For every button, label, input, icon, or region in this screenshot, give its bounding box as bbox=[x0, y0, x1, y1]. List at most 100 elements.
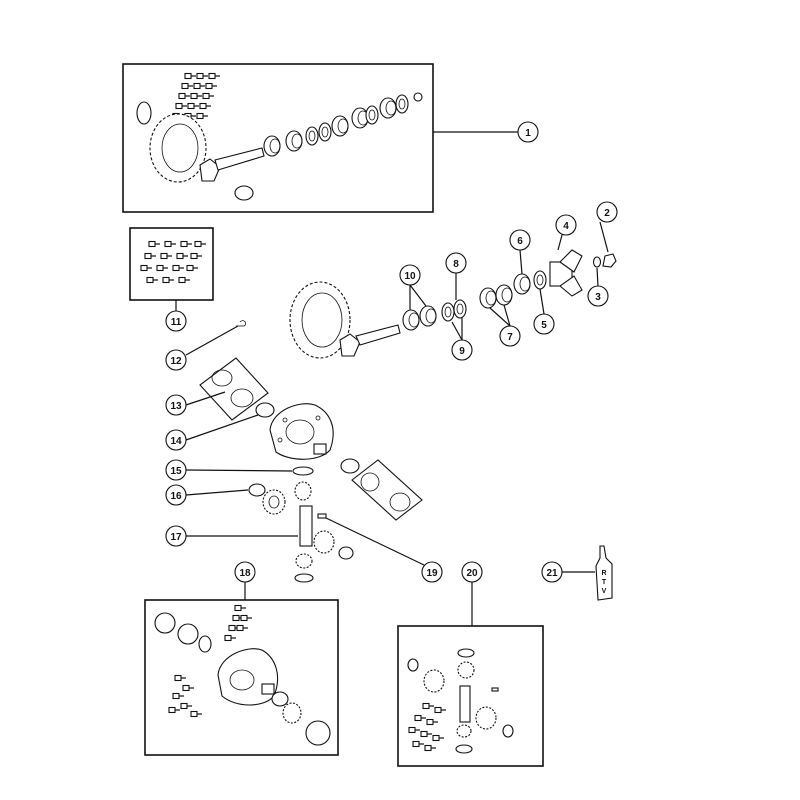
svg-text:3: 3 bbox=[595, 292, 601, 303]
bearing-cup-icon bbox=[419, 305, 437, 327]
exciter-ring-icon bbox=[236, 320, 247, 327]
svg-text:12: 12 bbox=[170, 356, 182, 367]
ring-gear-bolt-box bbox=[129, 227, 214, 301]
bolt-icon bbox=[140, 240, 207, 284]
pinion-mate-icon bbox=[295, 553, 313, 569]
shim-icon bbox=[271, 691, 289, 707]
pinion-bearing-icon bbox=[263, 92, 423, 157]
callout-18: 18 bbox=[234, 561, 256, 583]
bearing-cone-icon bbox=[402, 309, 420, 331]
svg-text:8: 8 bbox=[453, 259, 459, 270]
callout-9: 9 bbox=[451, 339, 473, 361]
svg-text:1: 1 bbox=[525, 128, 531, 139]
shim-icon bbox=[340, 458, 360, 474]
bearing-cone-icon bbox=[282, 702, 302, 724]
pinion-shaft-icon bbox=[459, 685, 471, 723]
callout-5: 5 bbox=[533, 313, 555, 335]
svg-text:19: 19 bbox=[426, 568, 438, 579]
pinion-mate-icon bbox=[294, 481, 312, 501]
callout-10: 10 bbox=[399, 264, 421, 286]
shim-icon bbox=[198, 635, 212, 653]
callout-4: 4 bbox=[555, 214, 577, 236]
callout-16: 16 bbox=[165, 484, 187, 506]
callout-14: 14 bbox=[165, 429, 187, 451]
bolt-icon bbox=[224, 604, 253, 642]
callout-19: 19 bbox=[421, 561, 443, 583]
side-gear-icon bbox=[423, 669, 445, 693]
roll-pin-icon bbox=[491, 687, 499, 692]
bearing-cup-icon bbox=[305, 720, 331, 746]
bearing-cone-icon bbox=[495, 284, 513, 306]
rtv-tube-icon: R T V bbox=[595, 545, 613, 601]
pinion-mate-icon bbox=[456, 724, 472, 738]
seal-icon bbox=[533, 270, 547, 290]
callout-12: 12 bbox=[165, 349, 187, 371]
svg-text:2: 2 bbox=[604, 208, 610, 219]
svg-text:17: 17 bbox=[170, 532, 182, 543]
svg-text:20: 20 bbox=[466, 568, 478, 579]
callout-21: 21 bbox=[541, 561, 563, 583]
svg-text:18: 18 bbox=[239, 568, 251, 579]
svg-text:10: 10 bbox=[404, 271, 416, 282]
nut-icon bbox=[602, 253, 617, 268]
svg-text:11: 11 bbox=[171, 317, 182, 328]
roll-pin-icon bbox=[317, 513, 327, 519]
ring-pinion-kit-box bbox=[122, 63, 434, 213]
svg-text:4: 4 bbox=[563, 221, 569, 232]
callout-8: 8 bbox=[445, 252, 467, 274]
pinion-mate-icon bbox=[313, 530, 335, 554]
differential-case-icon bbox=[269, 403, 334, 460]
svg-text:7: 7 bbox=[507, 332, 513, 343]
thrust-washer-icon bbox=[338, 546, 354, 560]
svg-text:16: 16 bbox=[170, 491, 182, 502]
shim-icon bbox=[136, 101, 152, 125]
side-gear-icon bbox=[475, 706, 497, 730]
shim-icon bbox=[255, 402, 275, 418]
callout-20: 20 bbox=[461, 561, 483, 583]
ring-gear-pinion-icon bbox=[149, 113, 265, 183]
differential-case-icon bbox=[217, 648, 279, 706]
thrust-washer-icon bbox=[292, 466, 314, 476]
shim-icon bbox=[234, 185, 254, 201]
pinion-shaft-icon bbox=[299, 505, 313, 547]
svg-text:9: 9 bbox=[459, 346, 465, 357]
differential-gear-kit-box bbox=[397, 625, 544, 767]
side-bearing-kit-icon bbox=[199, 357, 269, 421]
yoke-icon bbox=[549, 249, 583, 297]
bearing-cup-icon bbox=[479, 287, 497, 309]
svg-text:5: 5 bbox=[541, 320, 547, 331]
thrust-washer-icon bbox=[248, 483, 266, 497]
pinion-mate-icon bbox=[457, 661, 475, 679]
ring-gear-pinion-icon bbox=[289, 281, 401, 359]
callout-7: 7 bbox=[499, 325, 521, 347]
callout-6: 6 bbox=[509, 229, 531, 251]
rtv-label-t: T bbox=[602, 579, 607, 586]
bolt-set-icon bbox=[172, 72, 221, 120]
rtv-label-r: R bbox=[601, 570, 606, 577]
svg-text:6: 6 bbox=[517, 236, 523, 247]
callout-3: 3 bbox=[587, 285, 609, 307]
callout-2: 2 bbox=[596, 201, 618, 223]
side-bearing-kit-icon bbox=[351, 459, 423, 521]
bearing-cup-icon bbox=[154, 612, 199, 645]
bolt-icon bbox=[408, 702, 447, 752]
callout-1: 1 bbox=[517, 121, 539, 143]
callout-11: 11 bbox=[165, 310, 187, 332]
svg-text:21: 21 bbox=[546, 568, 558, 579]
rtv-label-v: V bbox=[602, 588, 607, 595]
callout-13: 13 bbox=[165, 394, 187, 416]
svg-text:15: 15 bbox=[170, 466, 182, 477]
thrust-washer-icon bbox=[455, 724, 514, 754]
differential-case-kit-box bbox=[144, 599, 339, 756]
washer-icon bbox=[592, 256, 602, 268]
callout-17: 17 bbox=[165, 525, 187, 547]
bearing-cup-icon bbox=[513, 273, 531, 295]
side-gear-icon bbox=[262, 489, 286, 515]
thrust-washer-icon bbox=[457, 648, 475, 658]
svg-text:14: 14 bbox=[170, 436, 182, 447]
bolt-icon bbox=[168, 674, 203, 718]
shim-icon bbox=[441, 299, 467, 322]
thrust-washer-icon bbox=[294, 573, 314, 583]
thrust-washer-icon bbox=[407, 658, 419, 672]
